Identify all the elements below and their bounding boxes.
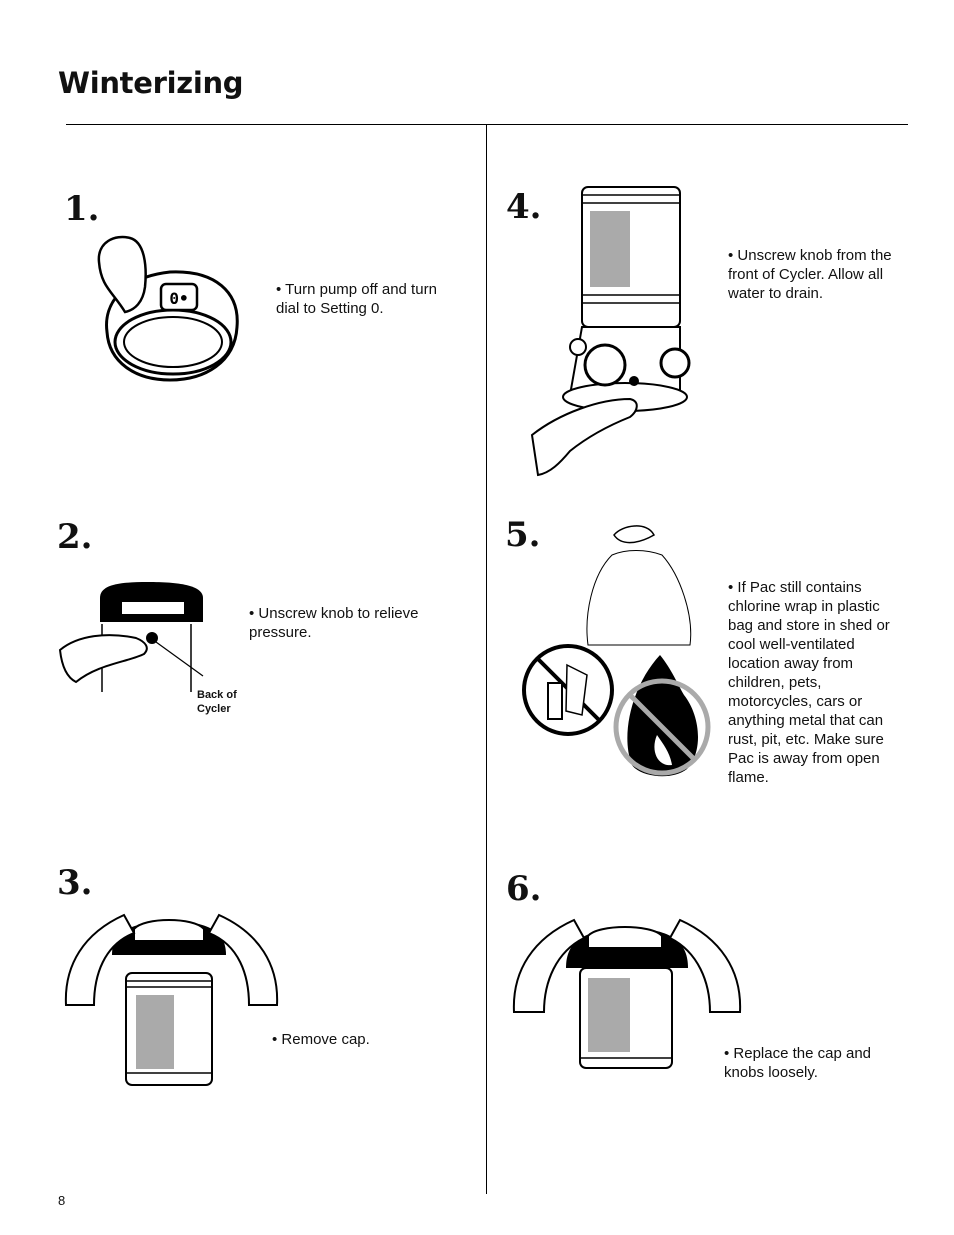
column-divider [486,124,487,1194]
replace-cap-illustration [512,918,742,1069]
dial-label: 0• [169,289,188,308]
step-6-number: 6. [506,869,542,909]
step-2-number: 2. [57,517,93,557]
page-title: Winterizing [58,66,244,100]
step-3-number: 3. [57,863,93,903]
step-6-text: • Replace the cap and knobs loosely. [724,1045,872,1081]
step-2-text: • Unscrew knob to relieve pressure. [249,605,419,641]
dial-illustration: 0• [97,235,239,382]
bag-no-metal-no-flame-illustration [522,525,711,777]
step-1-number: 1. [64,189,100,229]
page-number: 8 [58,1193,66,1208]
remove-cap-illustration [64,913,279,1086]
step-1-text: • Turn pump off and turn dial to Setting… [276,281,437,317]
knob-callout-label: Back of Cycler [197,689,237,715]
drain-illustration [530,186,691,477]
step-5-text: • If Pac still contains chlorine wrap in… [728,579,890,786]
step-5-number: 5. [505,515,541,555]
knob-illustration [58,582,204,692]
step-4-text: • Unscrew knob from the front of Cycler.… [728,247,892,302]
header-divider [66,124,908,125]
step-4-number: 4. [506,187,542,227]
step-3-text: • Remove cap. [272,1031,370,1048]
